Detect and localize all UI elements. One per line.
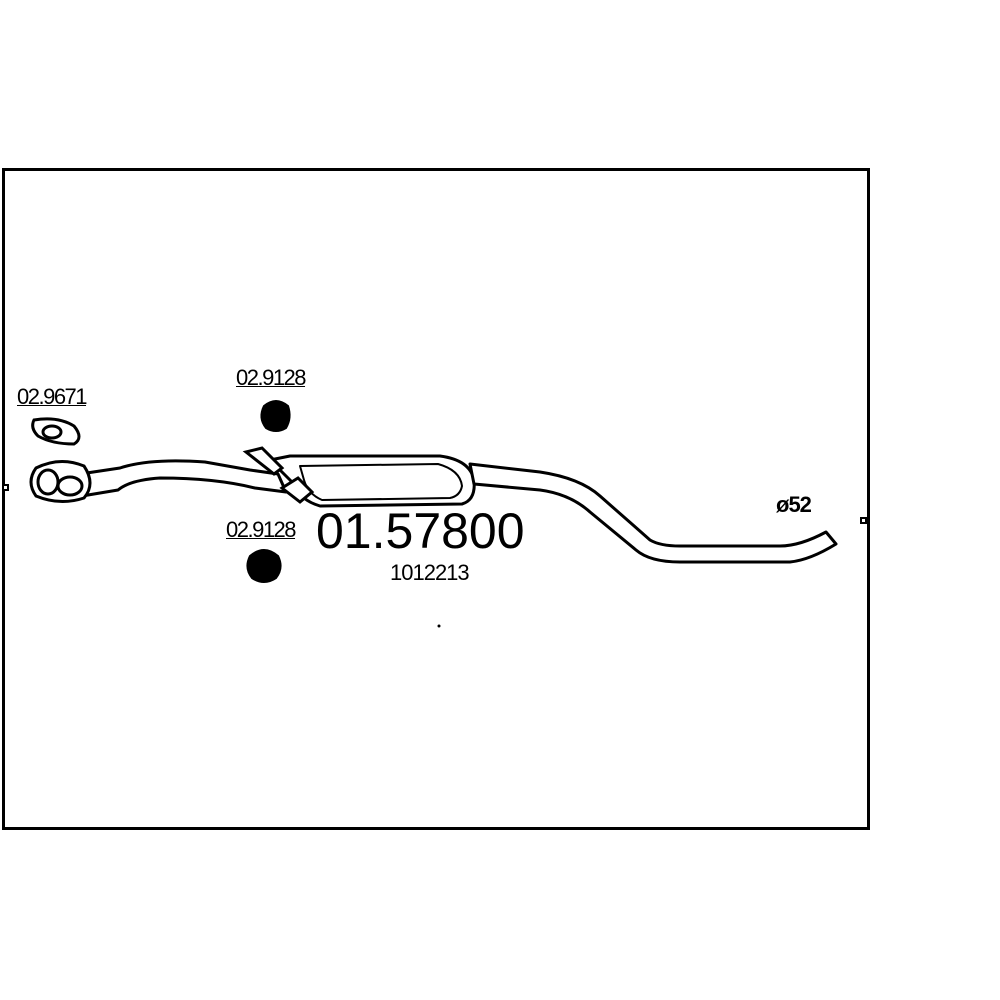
rubber-mount-bottom: [246, 549, 282, 583]
gasket: [31, 417, 81, 446]
right-edge-marker: [860, 517, 867, 524]
gasket-code-label: 02.9671: [17, 384, 88, 409]
reference-number: 1012213: [390, 560, 470, 585]
inlet-pipe: [78, 459, 288, 498]
drawing-frame: [2, 168, 870, 830]
center-mark: [437, 624, 441, 628]
rubber-mount-top: [260, 400, 291, 432]
rubber-mount-bottom-code-label: 02.9128: [226, 517, 297, 542]
hanger-bracket: [242, 446, 315, 504]
part-number: 01.57800: [316, 503, 525, 559]
outlet-pipe: [468, 462, 838, 564]
rubber-mount-top-code-label: 02.9128: [236, 365, 307, 390]
left-edge-marker: [2, 484, 9, 491]
inlet-flange: [29, 460, 92, 503]
outlet-diameter-label: ø52: [776, 492, 812, 517]
